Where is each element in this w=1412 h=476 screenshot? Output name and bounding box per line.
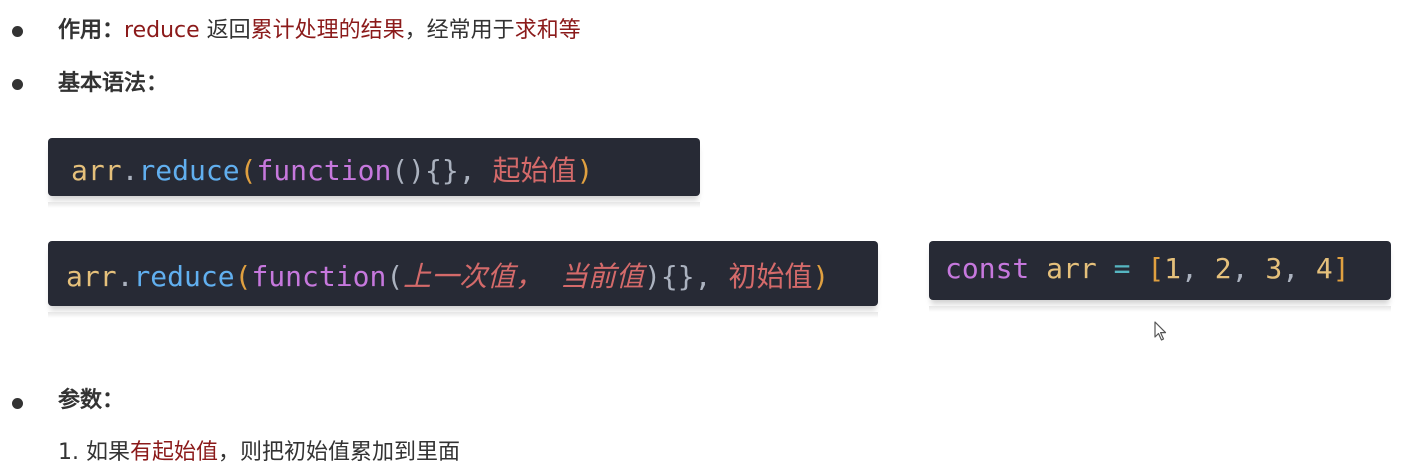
code-braces: {} [425, 154, 459, 187]
bullet [12, 26, 23, 37]
code-inner-paren-open: ( [386, 260, 404, 293]
code-num: 1 [1164, 252, 1182, 285]
purpose-method: reduce [124, 18, 200, 43]
code-parens: () [391, 154, 426, 187]
purpose-line: 作用：reduce 返回累计处理的结果，经常用于求和等 [58, 16, 581, 46]
code-reduce: reduce [138, 154, 240, 187]
code-function: function [251, 260, 387, 293]
code-current-value: 当前值 [560, 260, 645, 293]
code-bracket-close: ] [1332, 252, 1350, 285]
code-shadow [929, 306, 1391, 312]
code-prev-value: 上一次值 [403, 260, 516, 293]
code-block-array: const arr = [1, 2, 3, 4] [929, 241, 1391, 312]
list-item: 1. 如果有起始值，则把初始值累加到里面 [58, 438, 460, 468]
code-equals: = [1113, 252, 1131, 285]
code-sep: , [1231, 252, 1266, 285]
bullet [12, 79, 23, 90]
params-line: 参数： [58, 386, 124, 416]
code-init-value: 初始值 [728, 260, 813, 293]
list-highlight: 有起始值 [130, 440, 219, 465]
code-const: const [945, 252, 1030, 285]
code-shadow [48, 202, 700, 208]
code-sep: , [1181, 252, 1215, 285]
params-label: 参数： [58, 388, 125, 413]
code-function: function [256, 154, 392, 187]
mouse-cursor-icon [1154, 321, 1167, 341]
bullet [12, 398, 23, 409]
code-arr: arr [1046, 252, 1097, 285]
code-comma: , [694, 260, 729, 293]
purpose-highlight-1: 累计处理的结果 [250, 18, 405, 43]
code-block-syntax-params: arr.reduce(function(上一次值， 当前值){}, 初始值) [48, 241, 878, 318]
code-paren-close: ) [812, 260, 830, 293]
code-dot: . [121, 154, 139, 187]
code-num: 3 [1265, 252, 1283, 285]
code-block-syntax-basic: arr.reduce(function(){}, 起始值) [48, 138, 700, 208]
list-text-1: 如果 [85, 440, 130, 465]
code-reduce: reduce [133, 260, 235, 293]
code-num: 2 [1214, 252, 1232, 285]
code-inner-comma: ， [515, 260, 561, 293]
code-inner-paren-close: ) [644, 260, 661, 293]
code-shadow [48, 312, 878, 318]
syntax-label: 基本语法： [58, 71, 169, 96]
code-arr: arr [71, 154, 122, 187]
code-bracket-open: [ [1147, 252, 1165, 285]
list-text-2: ，则把初始值累加到里面 [218, 440, 461, 465]
code-comma: , [458, 154, 493, 187]
code-paren-close: ) [576, 154, 594, 187]
code-dot: . [116, 260, 134, 293]
list-number: 1. [58, 440, 86, 465]
syntax-line: 基本语法： [58, 69, 168, 99]
code-paren-open: ( [234, 260, 252, 293]
purpose-text-2: ，经常用于 [404, 18, 515, 43]
purpose-highlight-2: 求和等 [514, 18, 581, 43]
code-num: 4 [1315, 252, 1333, 285]
code-paren-open: ( [239, 154, 257, 187]
code-arr: arr [66, 260, 117, 293]
code-braces: {} [660, 260, 695, 293]
purpose-text-1: 返回 [199, 18, 251, 43]
code-init-value: 起始值 [492, 154, 577, 187]
purpose-label: 作用： [58, 18, 125, 43]
code-sep: , [1282, 252, 1316, 285]
